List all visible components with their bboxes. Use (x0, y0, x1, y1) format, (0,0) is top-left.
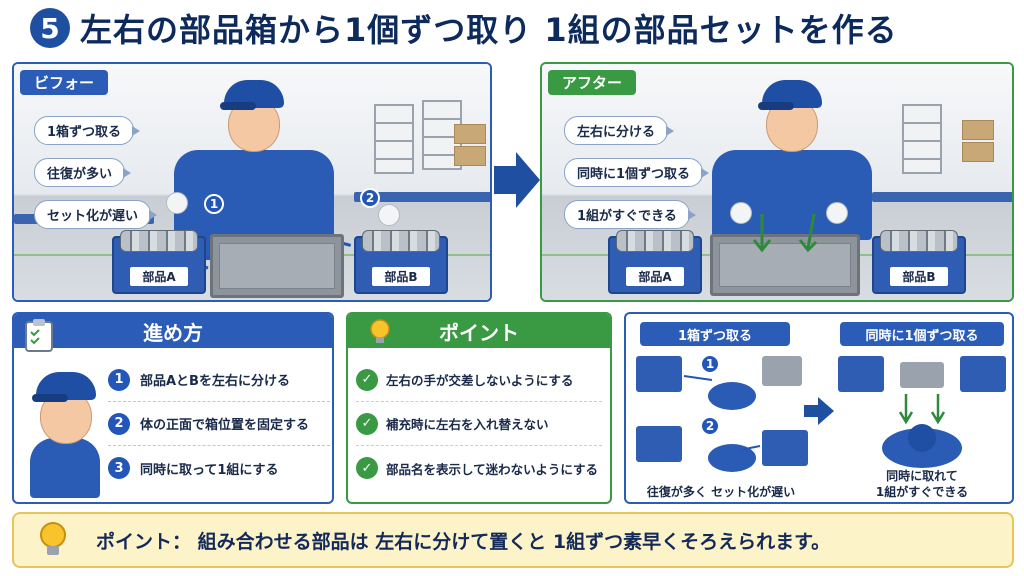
conveyor (354, 192, 490, 202)
compare-right-label: 同時に1個ずつ取る (840, 322, 1004, 346)
clipboard-icon (25, 319, 53, 352)
compare-left-illustration (636, 356, 808, 472)
cardboard-box (454, 124, 486, 144)
after-panel: アフター 左右に分ける 同時に1個ずつ取る 1組がすぐできる 部品A 部品B (540, 62, 1014, 302)
before-panel: ビフォー 1箱ずつ取る 往復が多い セット化が遅い 1 2 部品A 部品B (12, 62, 492, 302)
compare-left-label: 1箱ずつ取る (640, 322, 790, 346)
bin-b-label: 部品B (372, 267, 430, 286)
compare-right-caption-1: 同時に取れて (886, 469, 958, 483)
conveyor (872, 192, 1012, 202)
bin-a-label: 部品A (130, 267, 188, 286)
after-tag: アフター (548, 70, 637, 95)
steps-title: 進め方 (14, 314, 332, 348)
lightbulb-icon (40, 522, 66, 555)
lightbulb-icon (370, 319, 390, 343)
bin-a: 部品A (608, 230, 702, 294)
step-item: 2 体の正面で箱位置を固定する (108, 402, 330, 446)
before-tag: ビフォー (20, 70, 109, 95)
glove (166, 192, 188, 214)
mark-1: 1 (204, 194, 224, 214)
points-title: ポイント (348, 314, 610, 348)
step-number-badge: 5 (30, 8, 70, 48)
point-item: ✓ 補充時に左右を入れ替えない (356, 402, 602, 446)
point-item: ✓ 部品名を表示して迷わないようにする (356, 446, 602, 490)
points-box: ポイント ✓ 左右の手が交差しないようにする ✓ 補充時に左右を入れ替えない ✓… (346, 312, 612, 504)
cardboard-box (962, 120, 994, 140)
title-text: 左右の部品箱から1個ずつ取り 1組の部品セットを作る (80, 11, 898, 49)
compare-box: 1箱ずつ取る 同時に1個ずつ取る 1 2 往復が多く セット化が遅い 同時に取れ… (624, 312, 1014, 504)
compare-mark-1: 1 (700, 354, 720, 374)
footer-text: ポイント： 組み合わせる部品は 左右に分けて置くと 1組ずつ素早くそろえられます… (96, 530, 831, 553)
check-icon: ✓ (356, 457, 378, 479)
right-arrow-icon (804, 397, 834, 425)
tray (710, 234, 860, 296)
down-arrows (752, 214, 818, 253)
check-icon: ✓ (356, 368, 378, 391)
point-list: ✓ 左右の手が交差しないようにする ✓ 補充時に左右を入れ替えない ✓ 部品名を… (356, 358, 602, 490)
compare-right-illustration (838, 356, 1006, 468)
step-item: 1 部品AとBを左右に分ける (108, 358, 330, 402)
bin-b: 部品B (872, 230, 966, 294)
mark-2: 2 (360, 188, 380, 208)
right-arrow-icon (494, 152, 540, 208)
after-bubble-1: 左右に分ける (564, 116, 675, 145)
steps-box: 進め方 1 部品AとBを左右に分ける 2 体の正面で箱位置を固定する 3 同時に… (12, 312, 334, 504)
compare-mark-2: 2 (700, 416, 720, 436)
check-icon: ✓ (356, 412, 378, 435)
bin-a: 部品A (112, 230, 206, 294)
footer-tip: ポイント： 組み合わせる部品は 左右に分けて置くと 1組ずつ素早くそろえられます… (12, 512, 1014, 568)
tray (210, 234, 344, 298)
glove (826, 202, 848, 224)
step-list: 1 部品AとBを左右に分ける 2 体の正面で箱位置を固定する 3 同時に取って1… (108, 358, 330, 490)
before-bubble-3: セット化が遅い (34, 200, 158, 229)
bin-b: 部品B (354, 230, 448, 294)
glove (730, 202, 752, 224)
shelf (902, 104, 942, 174)
step-item: 3 同時に取って1組にする (108, 446, 330, 490)
bin-b-label: 部品B (890, 267, 948, 286)
shelf (374, 104, 414, 174)
before-bubble-1: 1箱ずつ取る (34, 116, 141, 145)
after-bubble-3: 1組がすぐできる (564, 200, 696, 229)
compare-right-caption-2: 1組がすぐできる (875, 485, 969, 499)
bin-a-label: 部品A (626, 267, 684, 286)
cardboard-box (454, 146, 486, 166)
page-title: 5 左右の部品箱から1個ずつ取り 1組の部品セットを作る (10, 4, 1014, 52)
after-bubble-2: 同時に1個ずつ取る (564, 158, 710, 187)
point-item: ✓ 左右の手が交差しないようにする (356, 358, 602, 402)
glove (378, 204, 400, 226)
before-bubble-2: 往復が多い (34, 158, 132, 187)
compare-left-caption: 往復が多く セット化が遅い (646, 485, 796, 499)
cardboard-box (962, 142, 994, 162)
